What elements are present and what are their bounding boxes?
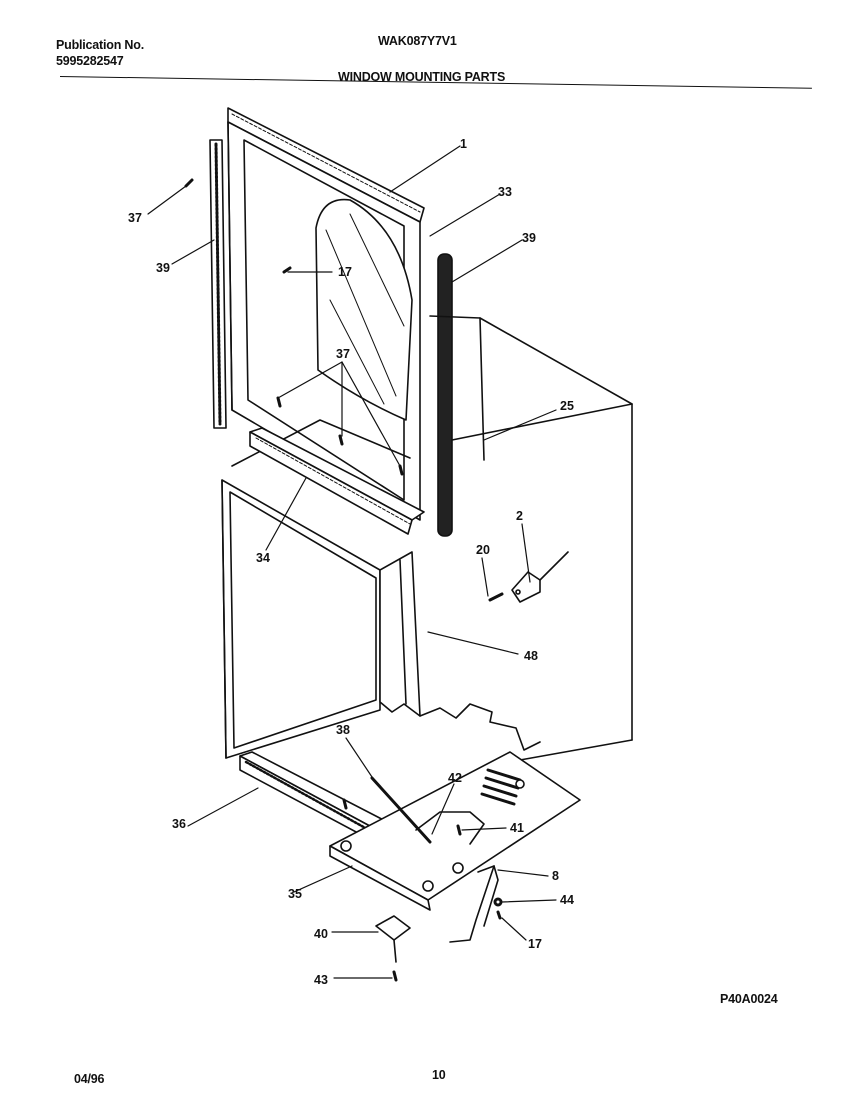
publication-number: 5995282547 — [56, 54, 124, 68]
callout-33: 33 — [498, 185, 512, 199]
callout-34: 34 — [256, 551, 270, 565]
section-title: WINDOW MOUNTING PARTS — [338, 70, 506, 84]
channel-part-48 — [379, 551, 541, 751]
callout-25: 25 — [560, 399, 574, 413]
callout-2: 2 — [516, 509, 523, 523]
seal-right-part-39 — [437, 253, 453, 537]
clip-part-40 — [375, 915, 411, 963]
callout-35: 35 — [288, 887, 302, 901]
callout-41: 41 — [510, 821, 524, 835]
callout-40: 40 — [314, 927, 328, 941]
callout-20: 20 — [476, 543, 490, 557]
cabinet-part-25 — [231, 315, 633, 761]
callout-37: 37 — [128, 211, 142, 225]
rail-part-34 — [249, 427, 425, 535]
page-number: 10 — [432, 1068, 446, 1082]
model-number: WAK087Y7V1 — [378, 34, 457, 48]
callout-48: 48 — [524, 649, 538, 663]
callout-labels: 1 33 39 37 39 17 37 25 34 2 20 48 38 42 … — [128, 137, 574, 987]
callout-17: 17 — [338, 265, 352, 279]
leader-lines — [147, 145, 557, 979]
callout-39: 39 — [522, 231, 536, 245]
publication-label: Publication No. — [56, 38, 144, 52]
screws — [184, 178, 503, 982]
callout-8: 8 — [552, 869, 559, 883]
callout-38: 38 — [336, 723, 350, 737]
seal-left-part-39 — [209, 139, 227, 429]
rod-part-38 — [370, 776, 432, 844]
bracket-part-2 — [511, 551, 569, 603]
callout-43: 43 — [314, 973, 328, 987]
base-plate-part-35 — [329, 751, 581, 911]
callout-39: 39 — [156, 261, 170, 275]
curtain-panel-part-33 — [315, 198, 413, 421]
side-curtain-panel — [221, 479, 381, 759]
callout-44: 44 — [560, 893, 574, 907]
callout-17: 17 — [528, 937, 542, 951]
support-leg-part-8 — [449, 865, 499, 943]
callout-42: 42 — [448, 771, 462, 785]
figure-code: P40A0024 — [720, 992, 778, 1006]
screw-part-20 — [488, 592, 504, 602]
revision-date: 04/96 — [74, 1072, 105, 1086]
callout-37: 37 — [336, 347, 350, 361]
callout-36: 36 — [172, 817, 186, 831]
callout-1: 1 — [460, 137, 467, 151]
